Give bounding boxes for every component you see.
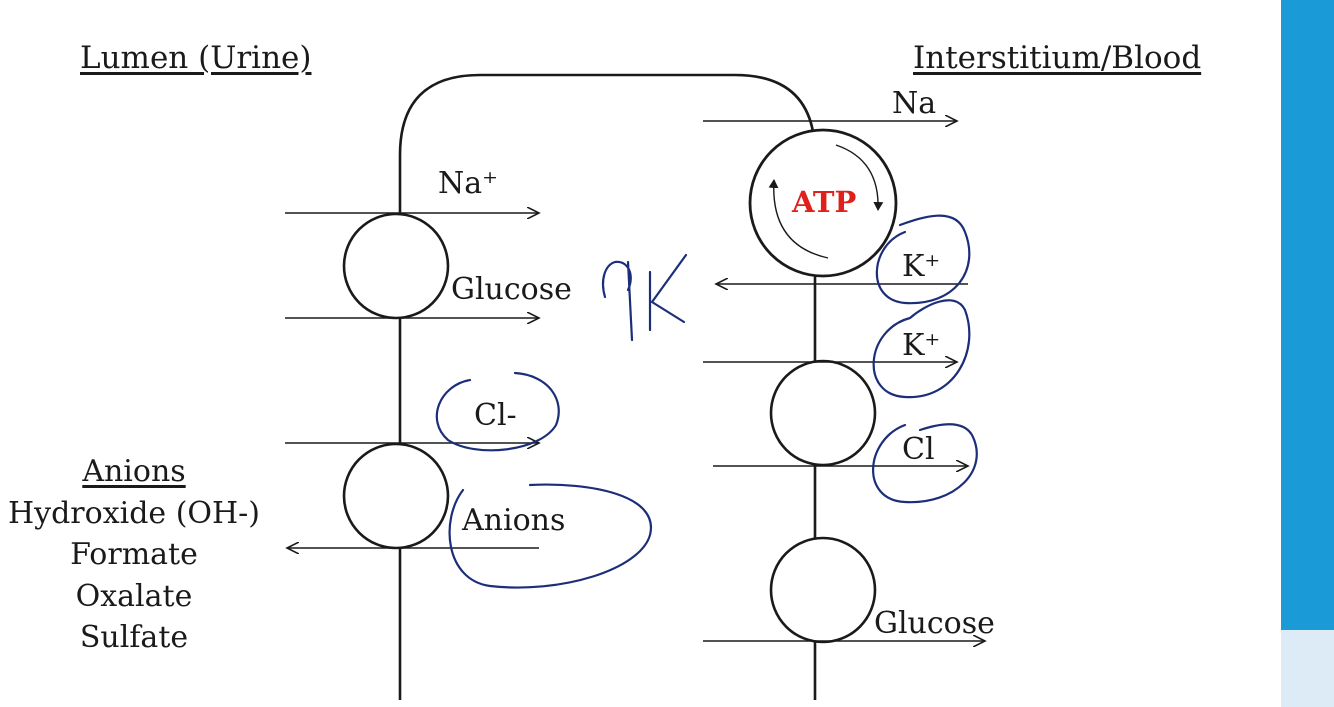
- glucose-apical-label: Glucose: [451, 272, 572, 307]
- glut-transporter: [769, 536, 877, 644]
- anion-exchanger: [342, 442, 450, 550]
- anions-apical-label: Anions: [462, 503, 566, 538]
- cl-basolateral-label: Cl: [902, 432, 935, 467]
- anions-list-item: Formate: [70, 537, 198, 572]
- accent-bar-lower: [1281, 630, 1334, 707]
- atp-label: ATP: [792, 185, 857, 219]
- glucose-basolateral-label: Glucose: [874, 606, 995, 641]
- lumen-heading: Lumen (Urine): [80, 40, 312, 76]
- na-k-atpase-pump: [748, 128, 898, 278]
- handwritten-note: ↑K: [598, 252, 600, 253]
- annotation-circle-k-mid: [872, 299, 971, 399]
- handwritten-up-arrow: [601, 260, 634, 342]
- annotation-circle-cl-left: [435, 371, 560, 452]
- cl-apical-label: Cl-: [474, 398, 517, 433]
- interstitium-heading: Interstitium/Blood: [913, 40, 1202, 76]
- k-influx-label: K⁺: [902, 249, 941, 284]
- pump-rotation-arrow-left: [768, 179, 829, 259]
- accent-bar: [1281, 0, 1334, 630]
- pump-rotation-arrow-right: [835, 144, 884, 211]
- handwritten-annotations: [435, 214, 978, 589]
- annotation-circle-cl-right: [872, 423, 978, 504]
- cell-membrane: [398, 73, 817, 700]
- handwritten-k-letter: [648, 253, 688, 332]
- na-basolateral-label: Na: [892, 86, 937, 121]
- anions-list-item: Oxalate: [75, 579, 193, 614]
- anions-list-heading: Anions: [82, 454, 186, 489]
- annotation-circle-k-top: [875, 214, 971, 305]
- anions-list-item: Sulfate: [79, 620, 189, 655]
- kcl-cotransporter: [769, 359, 877, 467]
- annotation-circle-anions-left: [448, 483, 653, 589]
- sglt-cotransporter: [342, 212, 450, 320]
- anions-list-item: Hydroxide (OH-): [7, 496, 261, 531]
- k-efflux-label: K⁺: [902, 328, 941, 363]
- na-apical-label: Na⁺: [438, 166, 498, 201]
